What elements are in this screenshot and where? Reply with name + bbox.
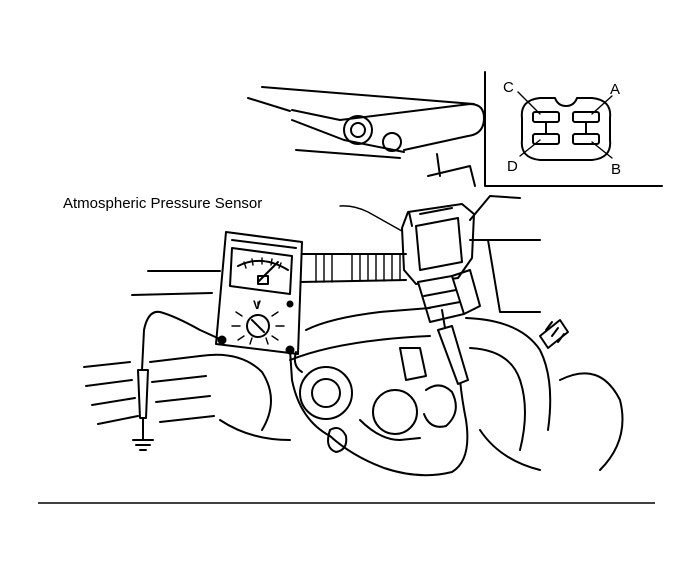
test-leads bbox=[132, 309, 469, 477]
engine-background bbox=[83, 239, 624, 471]
atmospheric-pressure-sensor bbox=[401, 195, 521, 323]
fitting-knob bbox=[327, 427, 348, 453]
meter-indicator-dot bbox=[286, 300, 294, 308]
fitting-clip bbox=[399, 347, 427, 381]
terminal-a bbox=[572, 111, 600, 123]
ground-symbol bbox=[132, 439, 154, 451]
intake-rib bbox=[91, 397, 136, 406]
throttle-body bbox=[299, 366, 353, 420]
intake-runner bbox=[199, 353, 272, 431]
spark-plug bbox=[539, 319, 569, 349]
connector-housing bbox=[520, 97, 612, 161]
inset-frame bbox=[484, 71, 663, 187]
pin-label-d: D bbox=[507, 158, 518, 175]
sensor-top-edge bbox=[419, 207, 453, 215]
engine-line bbox=[131, 292, 213, 296]
spark-plug-threads bbox=[545, 321, 565, 343]
pipe-fitting bbox=[372, 389, 418, 435]
hose-clamp bbox=[423, 384, 457, 428]
pin-label-c: C bbox=[503, 79, 514, 96]
vacuum-hose bbox=[299, 253, 407, 283]
bolt-head bbox=[382, 132, 402, 152]
knob-pointer bbox=[251, 319, 265, 333]
intake-rib bbox=[149, 355, 215, 423]
bracket-tab-edge bbox=[436, 153, 441, 177]
meter-dial-window bbox=[229, 247, 293, 295]
positive-lead-wire bbox=[289, 349, 469, 477]
lead-bend bbox=[293, 351, 303, 373]
voltmeter: V bbox=[215, 231, 303, 355]
sensor-connector bbox=[417, 275, 465, 323]
leader-b bbox=[591, 141, 613, 159]
back-probe-handle bbox=[437, 325, 469, 385]
bolt-head bbox=[343, 115, 373, 145]
meter-case-top bbox=[231, 239, 297, 249]
engine-line bbox=[487, 239, 541, 313]
bracket-lower-edge bbox=[291, 119, 405, 153]
engine-line bbox=[359, 419, 421, 441]
leader-d bbox=[519, 139, 541, 157]
leader-a bbox=[591, 95, 613, 115]
panel-edge bbox=[295, 149, 401, 159]
ground-lead-wire bbox=[141, 310, 223, 371]
leader-c bbox=[517, 91, 541, 115]
intake-rib bbox=[83, 361, 131, 368]
bracket-tab bbox=[427, 165, 476, 187]
meter-pivot bbox=[257, 275, 269, 285]
throttle-bore bbox=[311, 378, 341, 408]
intake-runner bbox=[219, 419, 291, 441]
connector-line bbox=[423, 289, 457, 297]
sensor-face bbox=[415, 217, 463, 271]
sensor-leader-line bbox=[339, 205, 419, 241]
sensor-mount bbox=[469, 195, 521, 221]
meter-needle bbox=[257, 261, 279, 283]
terminal-b bbox=[572, 133, 600, 145]
bracket-left-edge bbox=[247, 97, 291, 112]
hose-ribs bbox=[315, 253, 401, 283]
pin-label-a: A bbox=[610, 81, 620, 98]
terminal-c bbox=[532, 111, 560, 123]
pipe-bend bbox=[465, 317, 552, 431]
bracket-body bbox=[291, 103, 485, 151]
mounting-bracket bbox=[247, 86, 485, 187]
sensor-label: Atmospheric Pressure Sensor bbox=[63, 195, 262, 212]
meter-scale-letter: V bbox=[253, 298, 261, 312]
pin-label-b: B bbox=[611, 161, 621, 178]
connector-inset: C A D B bbox=[484, 71, 663, 187]
intake-rib bbox=[97, 415, 139, 425]
sensor-corner bbox=[408, 211, 413, 227]
knob-ticks bbox=[231, 301, 285, 345]
back-probe-tip bbox=[441, 309, 446, 329]
hose-bottom bbox=[299, 279, 407, 283]
intake-rib bbox=[85, 379, 133, 387]
ground-probe-handle bbox=[137, 369, 149, 419]
connector-line bbox=[427, 301, 461, 309]
pipe-bend-inner bbox=[469, 347, 526, 451]
pipe-lower bbox=[289, 335, 431, 361]
bolt-center bbox=[350, 122, 366, 138]
bracket-edge bbox=[261, 86, 475, 105]
meter-case bbox=[215, 231, 303, 355]
meter-scale-ticks bbox=[243, 257, 282, 269]
pipe-upper bbox=[305, 307, 431, 331]
engine-line bbox=[479, 429, 541, 471]
meter-selector-knob bbox=[246, 314, 270, 338]
connector-side bbox=[451, 269, 481, 315]
engine-line bbox=[559, 372, 624, 471]
